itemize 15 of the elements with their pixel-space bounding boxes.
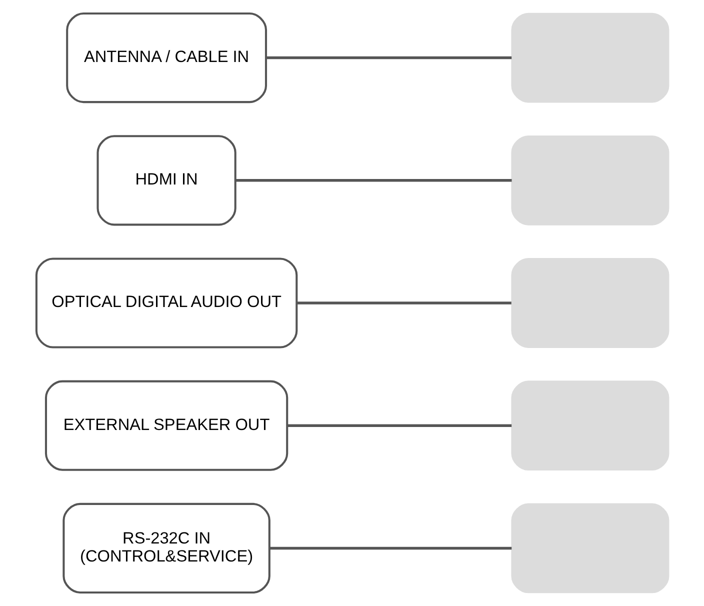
node-box <box>510 12 669 103</box>
connector <box>266 56 512 60</box>
connector <box>296 302 511 304</box>
node-box: OPTICAL DIGITAL AUDIO OUT <box>34 258 298 348</box>
node-box: EXTERNAL SPEAKER OUT <box>44 380 288 471</box>
node-box: ANTENNA / CABLE IN <box>66 12 267 104</box>
connector <box>269 546 512 550</box>
node-box: HDMI IN <box>96 135 236 226</box>
node-box <box>510 380 669 471</box>
node-box <box>510 135 669 226</box>
connector <box>286 424 512 427</box>
node-box <box>510 503 669 594</box>
connector <box>235 179 512 182</box>
node-box <box>510 258 669 348</box>
node-box: RS-232C IN (CONTROL&SERVICE) <box>62 502 270 594</box>
